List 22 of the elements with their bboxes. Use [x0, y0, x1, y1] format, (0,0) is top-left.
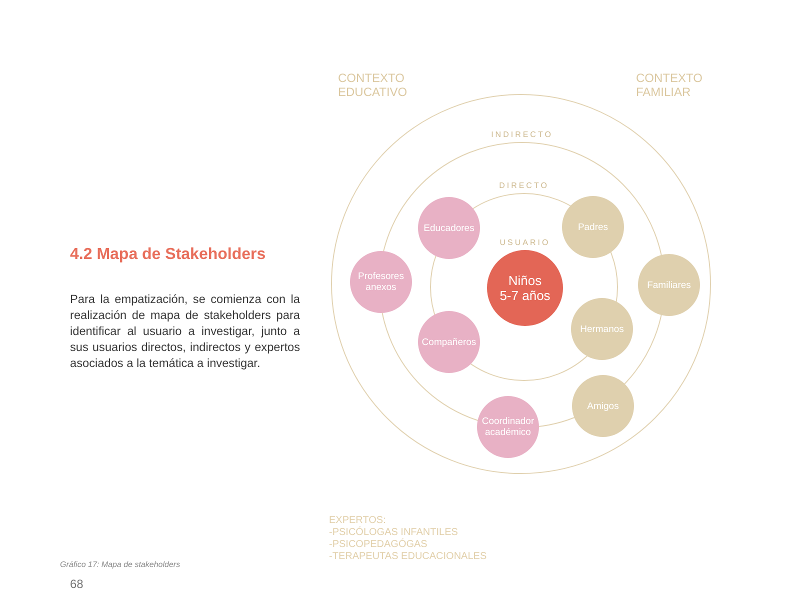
experts-heading: EXPERTOS:	[329, 515, 386, 526]
stakeholder-name: Coordinador académico	[480, 416, 536, 438]
section-heading: 4.2 Mapa de Stakeholders	[70, 245, 266, 264]
experts-item: -PSICÓLOGAS INFANTILES	[329, 527, 458, 538]
user-label: USUARIO	[500, 237, 550, 249]
stakeholder-name: Padres	[578, 222, 608, 232]
context-label: CONTEXTO EDUCATIVO	[338, 71, 408, 99]
stakeholder-name: Hermanos	[580, 324, 624, 334]
stakeholder-name: Familiares	[647, 280, 691, 290]
stakeholder-name: Compañeros	[422, 336, 476, 348]
stakeholder-name: Amigos	[587, 400, 619, 412]
page-number: 68	[70, 577, 84, 591]
intro-paragraph: Para la empatización, se comienza con la realización de mapa de stakeholders para identificar al usuario a investigar, junto a sus usuarios directos, indirectos y expertos asociados a la temática a investigar.	[70, 291, 300, 371]
experts-item: -TERAPEUTAS EDUCACIONALES	[329, 551, 487, 563]
stakeholder-name: Niños 5-7 años	[498, 273, 552, 303]
stakeholder-name: Profesores anexos	[357, 271, 405, 293]
ring-label: DIRECTO	[499, 180, 549, 192]
context-label: CONTEXTO FAMILIAR	[636, 71, 704, 99]
stakeholder-name: Educadores	[424, 222, 474, 234]
experts-item: -PSICOPEDAGÓGAS	[329, 539, 428, 551]
ring-label: INDIRECTO	[491, 129, 553, 141]
figure-caption: Gráfico 17: Mapa de stakeholders	[60, 560, 180, 570]
